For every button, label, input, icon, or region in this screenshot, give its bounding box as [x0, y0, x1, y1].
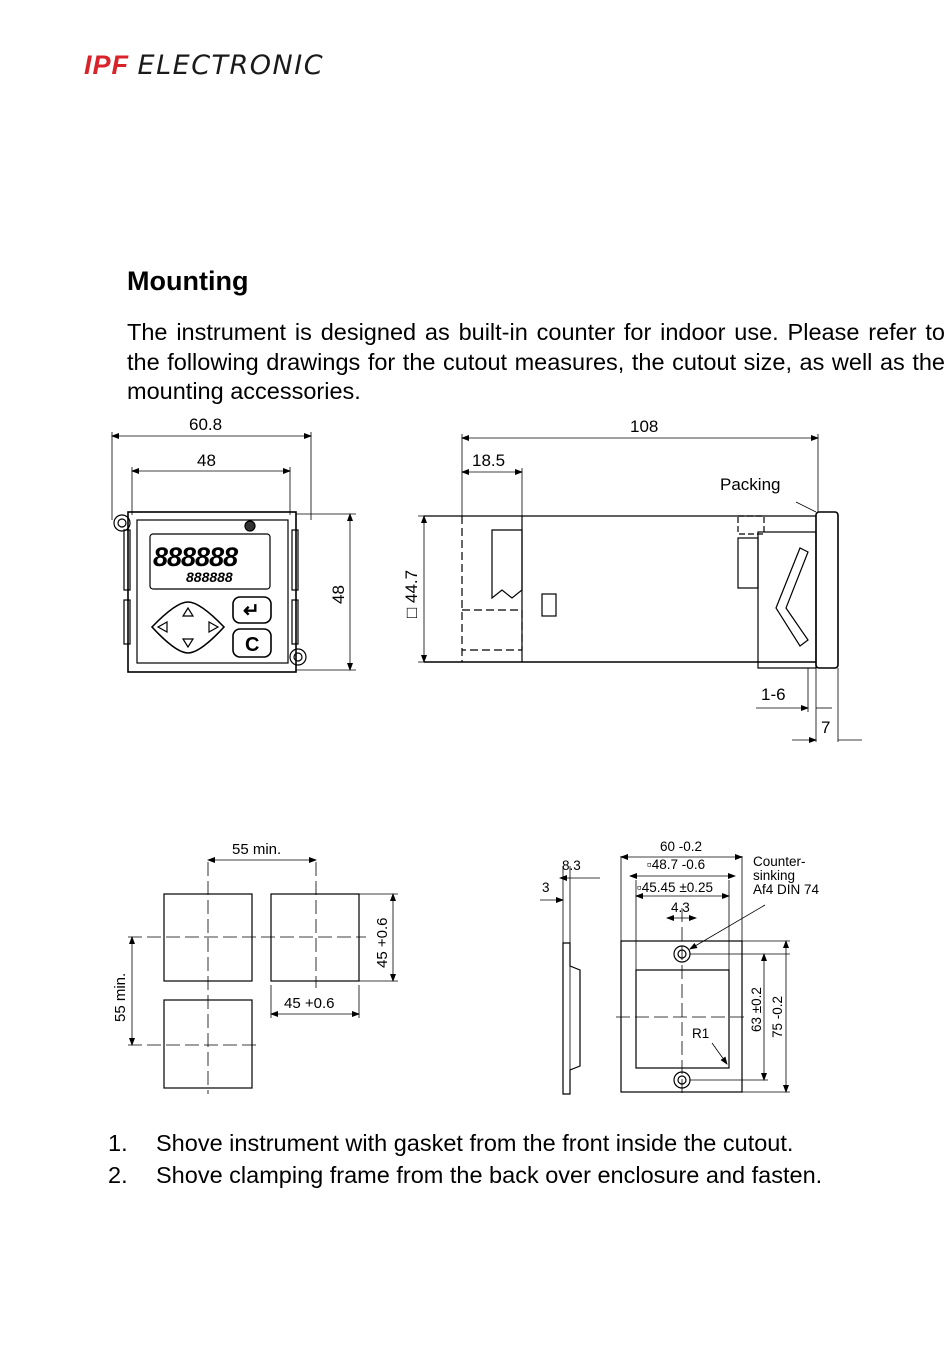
display-sub-digits: 888888	[186, 569, 233, 585]
step-text: Shove clamping frame from the back over …	[156, 1162, 823, 1188]
mounting-steps: 1. Shove instrument with gasket from the…	[108, 1127, 822, 1191]
dim-spacing-vertical: 55 min.	[112, 973, 129, 1022]
clear-key-label: C	[245, 634, 259, 656]
section-title: Mounting	[127, 266, 249, 296]
countersink-label-3: Af4 DIN 74	[753, 882, 820, 897]
dim-4-3: 4.3	[671, 900, 690, 915]
dim-inner-width: 48	[197, 451, 216, 470]
intro-paragraph: The instrument is designed as built-in c…	[127, 319, 945, 404]
packing-label: Packing	[720, 475, 780, 494]
dim-cutout-height: 45 +0.6	[374, 918, 391, 968]
dim-front-depth: 18.5	[472, 451, 505, 470]
list-item: 1. Shove instrument with gasket from the…	[108, 1127, 822, 1159]
dim-cutout-width: 45 +0.6	[284, 995, 334, 1012]
dim-frame-inner: ▫48.7 -0.6	[647, 857, 705, 872]
company-logo: IPF ELECTRONIC	[84, 50, 324, 81]
step-number: 2.	[108, 1162, 128, 1188]
enter-key-label: ↵	[243, 600, 260, 622]
dim-panel-thickness: 1-6	[761, 685, 786, 704]
dim-3: 3	[542, 880, 550, 895]
side-view-drawing	[418, 434, 862, 743]
front-view-drawing	[111, 432, 356, 673]
step-number: 1.	[108, 1130, 128, 1156]
clamping-frame-drawing	[540, 854, 790, 1095]
dim-8-3: 8.3	[562, 858, 581, 873]
step-text: Shove instrument with gasket from the fr…	[156, 1130, 794, 1156]
countersink-label-1: Counter-	[753, 854, 806, 869]
radius-label: R1	[692, 1026, 709, 1041]
countersink-label-2: sinking	[753, 868, 795, 883]
dim-frame-outer: 60 -0.2	[660, 839, 702, 854]
dim-total-width: 60.8	[189, 415, 222, 434]
logo-brand: IPF	[84, 50, 130, 80]
dim-hole-spacing: 63 ±0.2	[749, 987, 764, 1032]
dim-frame-opening: ▫45.45 ±0.25	[637, 880, 713, 895]
dim-spacing-horizontal: 55 min.	[232, 841, 281, 858]
dim-length: 108	[630, 417, 658, 436]
dim-front-height: 48	[329, 585, 348, 604]
display-main-digits: 888888	[153, 542, 238, 572]
list-item: 2. Shove clamping frame from the back ov…	[108, 1159, 822, 1191]
dim-side-height: □ 44.7	[402, 570, 421, 618]
dim-bezel-depth: 7	[821, 718, 830, 737]
dim-frame-height: 75 -0.2	[770, 996, 785, 1038]
cutout-pattern-drawing	[128, 857, 398, 1094]
logo-text: ELECTRONIC	[137, 50, 325, 81]
